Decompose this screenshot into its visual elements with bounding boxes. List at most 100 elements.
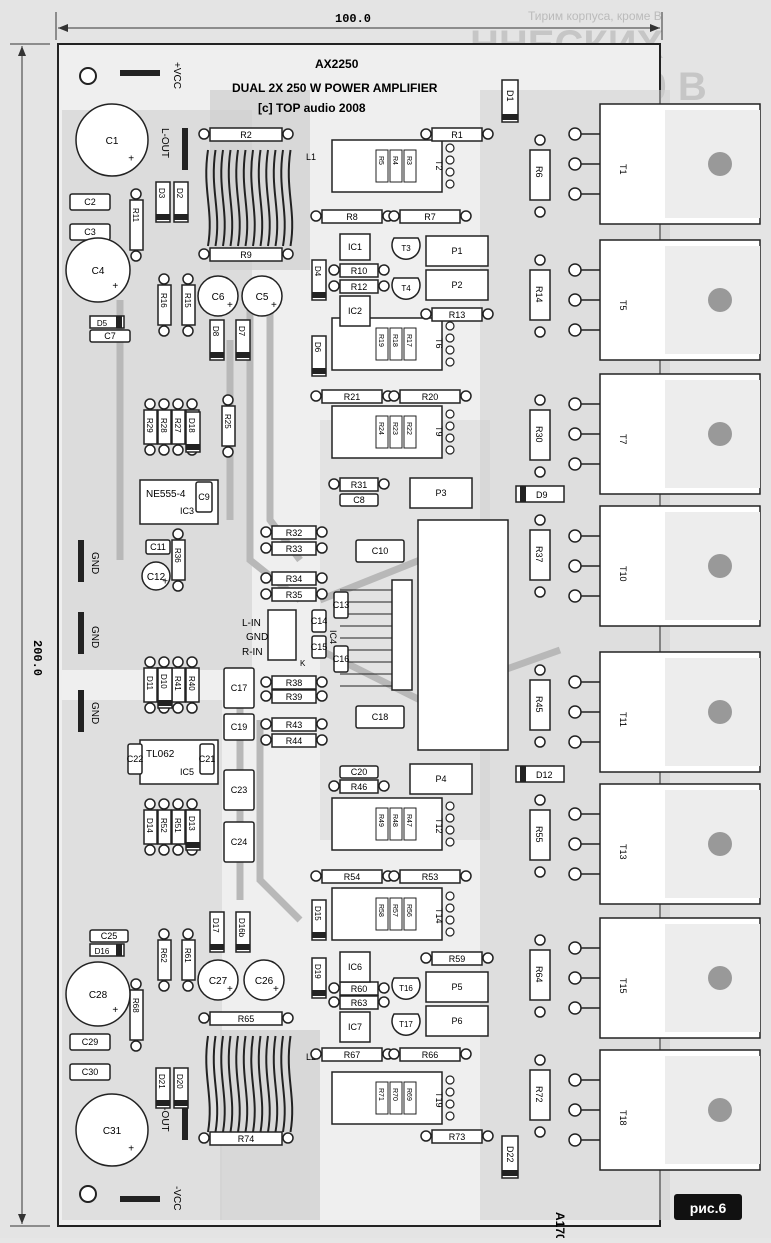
resistor-label: R61	[183, 948, 192, 963]
diode-d13: D13	[185, 809, 201, 851]
capacitor-label: C24	[231, 837, 248, 847]
resistor-label: R71	[377, 1088, 384, 1101]
resistor-r52: R52	[157, 798, 172, 856]
resistor-label: R56	[405, 904, 412, 917]
resistor-r51: R51	[171, 798, 186, 856]
capacitor-label: C15	[311, 642, 328, 652]
capacitor-c16: C16	[333, 645, 349, 673]
electrolytic-c31: C31+	[75, 1093, 149, 1167]
electrolytic-c1: C1+	[75, 103, 149, 177]
resistor-label: D11	[145, 676, 154, 691]
power-transistor-t15: T15	[568, 917, 761, 1039]
resistor-r43: R43	[260, 717, 328, 732]
ic5-name: TL062	[146, 749, 175, 760]
capacitor-c23: C23	[223, 769, 255, 811]
resistor-r32: R32	[260, 525, 328, 540]
transistor-label: T3	[401, 244, 411, 253]
gnd-label-1: GND	[89, 552, 100, 574]
resistor-label: R54	[344, 872, 361, 882]
power-transistor-label: T15	[618, 978, 628, 994]
diode-label: D19	[313, 964, 322, 979]
capacitor-label: C21	[199, 754, 216, 764]
resistor-label: R39	[286, 692, 303, 702]
capacitor-c3: C3	[69, 223, 111, 241]
ic-ic7: IC7	[339, 1011, 371, 1043]
resistor-r39: R39	[260, 689, 328, 704]
diode-d5: D5	[89, 315, 125, 329]
diode-d16: D16	[89, 943, 125, 957]
electrolytic-label: C1	[106, 136, 119, 147]
resistor-label: R57	[391, 904, 398, 917]
capacitor-c13: C13	[333, 591, 349, 619]
capacitor-c24: C24	[223, 821, 255, 863]
pot-label: P2	[451, 280, 462, 290]
resistor-r13: R13	[420, 307, 494, 322]
capacitor-label: C30	[82, 1067, 99, 1077]
diode-label: D9	[536, 490, 548, 500]
vcc-pos-pad	[120, 70, 160, 76]
width-label: 100.0	[335, 12, 371, 26]
polarity-plus-icon: +	[271, 300, 277, 311]
diode-label: D7	[237, 326, 246, 337]
diode-label: D3	[157, 188, 166, 199]
r-in-label: R-IN	[242, 647, 263, 658]
resistor-r8: R8	[310, 209, 394, 224]
resistor-label: R1	[451, 130, 463, 140]
resistor-r61: R61	[181, 928, 196, 992]
power-transistor-label: T5	[618, 300, 628, 311]
electrolytic-c26: C26+	[243, 959, 285, 1001]
diode-label: D5	[97, 319, 108, 328]
capacitor-c14: C14	[311, 609, 327, 633]
capacitor-label: C11	[150, 542, 166, 552]
resistor-label: R35	[286, 590, 303, 600]
power-transistor-t13: T13	[568, 783, 761, 905]
pot-p3: P3	[409, 477, 473, 509]
power-transistor-label: T1	[618, 164, 628, 175]
l-in-label: L-IN	[242, 618, 261, 629]
resistor-r33: R33	[260, 541, 328, 556]
figure-caption: рис.6	[690, 1200, 727, 1216]
ic-ic6: IC6	[339, 951, 371, 983]
gnd-label-2: GND	[89, 626, 100, 648]
diode-label: D1	[505, 90, 515, 102]
capacitor-c20: C20	[339, 765, 379, 779]
resistor-r25: R25	[221, 394, 236, 458]
resistor-r9: R9	[198, 247, 294, 262]
diode-label: D10	[159, 674, 168, 689]
emitter-resistor-label: R72	[534, 1086, 544, 1103]
mounting-holes	[79, 67, 97, 1203]
diode-label: D6	[313, 342, 322, 353]
resistor-d11: D11	[143, 656, 158, 714]
vcc-neg-label: -VCC	[171, 1186, 182, 1210]
gnd-pads	[78, 540, 84, 732]
diode-label: D15	[313, 906, 322, 921]
transistor-label: T16	[399, 984, 413, 993]
board-title: DUAL 2X 250 W POWER AMPLIFIER	[232, 81, 438, 95]
resistor-label: R21	[344, 392, 361, 402]
pot-label: P5	[451, 982, 462, 992]
resistor-label: R69	[405, 1088, 412, 1101]
driver-label: T2	[434, 160, 444, 171]
resistor-r74: R74	[198, 1131, 294, 1146]
resistor-label: R23	[391, 422, 398, 435]
resistor-r38: R38	[260, 675, 328, 690]
diode-label: D16b	[237, 918, 246, 938]
resistor-label: R49	[377, 814, 384, 827]
diode-label: D8	[211, 326, 220, 337]
resistor-label: R47	[405, 814, 412, 827]
capacitor-c22: C22	[127, 743, 143, 775]
capacitor-label: C8	[353, 495, 365, 505]
ic-label: IC6	[348, 962, 362, 972]
resistor-label: R3	[405, 156, 412, 165]
resistor-label: R28	[159, 418, 168, 433]
dimension-height	[10, 43, 50, 1227]
resistor-r66: R66	[388, 1047, 472, 1062]
power-transistor-t5: T5	[568, 239, 761, 361]
inductor-l2	[205, 1035, 294, 1133]
emitter-resistor-r72: R72	[529, 1054, 551, 1138]
capacitor-label: C10	[372, 546, 389, 556]
polarity-plus-icon: +	[128, 1144, 134, 1155]
pot-label: P6	[451, 1016, 462, 1026]
